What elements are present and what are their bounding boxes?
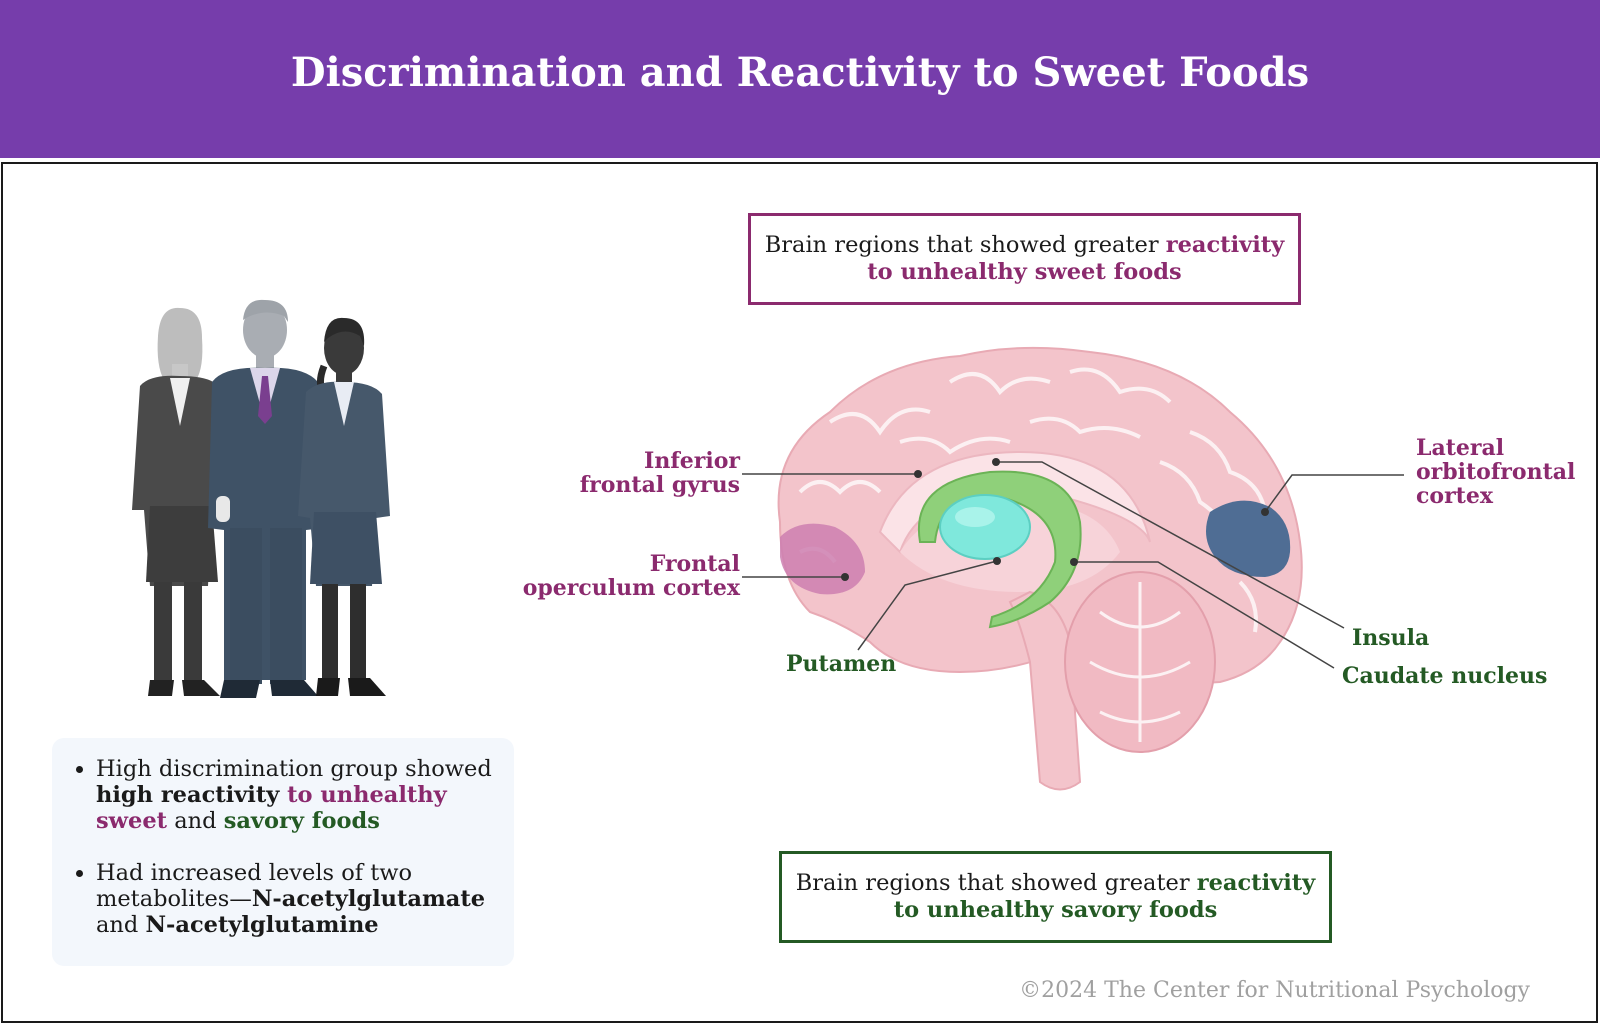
sweet-reactivity-box: Brain regions that showed greater reacti…	[748, 213, 1301, 305]
label-putamen: Putamen	[786, 651, 897, 677]
label-text: Lateral	[1416, 435, 1505, 461]
woman-left-figure	[132, 307, 224, 696]
finding-text: and	[167, 808, 224, 834]
finding-sweet-text: to unhealthy sweet	[96, 782, 447, 834]
label-caudate-nucleus: Caudate nucleus	[1342, 663, 1548, 689]
putamen	[939, 494, 1031, 560]
man-middle-figure	[208, 299, 324, 698]
cerebellum	[1064, 571, 1216, 753]
finding-text: High discrimination group showed	[96, 756, 492, 782]
metabolite-name: N-acetylglutamate	[251, 886, 486, 912]
box-highlight-text: reactivity	[1196, 870, 1316, 896]
putamen-highlight	[955, 507, 995, 527]
box-plain-text: Brain regions that showed greater	[795, 870, 1197, 896]
finding-item-reactivity: High discrimination group showed high re…	[96, 756, 494, 834]
label-lateral-ofc: Lateral orbitofrontal cortex	[1416, 436, 1575, 508]
label-inferior-frontal-gyrus: Inferior frontal gyrus	[560, 449, 740, 497]
page-title: Discrimination and Reactivity to Sweet F…	[290, 48, 1310, 96]
finding-bold-text: high reactivity	[96, 782, 280, 808]
label-text: frontal gyrus	[579, 472, 740, 498]
brain-sagittal-illustration	[777, 346, 1303, 791]
label-text: operculum cortex	[522, 575, 740, 601]
label-text: orbitofrontal	[1416, 459, 1576, 485]
label-text: Inferior	[644, 448, 740, 474]
box-highlight-text: to unhealthy sweet foods	[867, 259, 1182, 285]
label-text: cortex	[1416, 483, 1493, 509]
metabolite-name: N-acetylglutamine	[145, 912, 379, 938]
findings-list: High discrimination group showed high re…	[96, 756, 494, 938]
finding-text: and	[96, 912, 146, 938]
finding-savory-text: savory foods	[223, 808, 380, 834]
header-banner: Discrimination and Reactivity to Sweet F…	[0, 0, 1600, 158]
label-frontal-operculum: Frontal operculum cortex	[520, 552, 740, 600]
finding-item-metabolites: Had increased levels of two metabolites—…	[96, 860, 494, 938]
business-people-illustration	[132, 299, 390, 698]
label-text: Frontal	[649, 551, 740, 577]
box-plain-text: Brain regions that showed greater	[764, 232, 1166, 258]
findings-panel: High discrimination group showed high re…	[52, 738, 514, 966]
finding-text: Had increased levels of two metabolites—	[96, 860, 413, 912]
box-highlight-text: to unhealthy savory foods	[893, 897, 1218, 923]
copyright-notice: ©2024 The Center for Nutritional Psychol…	[1019, 978, 1530, 1003]
label-insula: Insula	[1352, 625, 1430, 651]
box-highlight-text: reactivity	[1165, 232, 1285, 258]
woman-right-figure	[298, 317, 390, 696]
savory-reactivity-box: Brain regions that showed greater reacti…	[779, 851, 1332, 943]
